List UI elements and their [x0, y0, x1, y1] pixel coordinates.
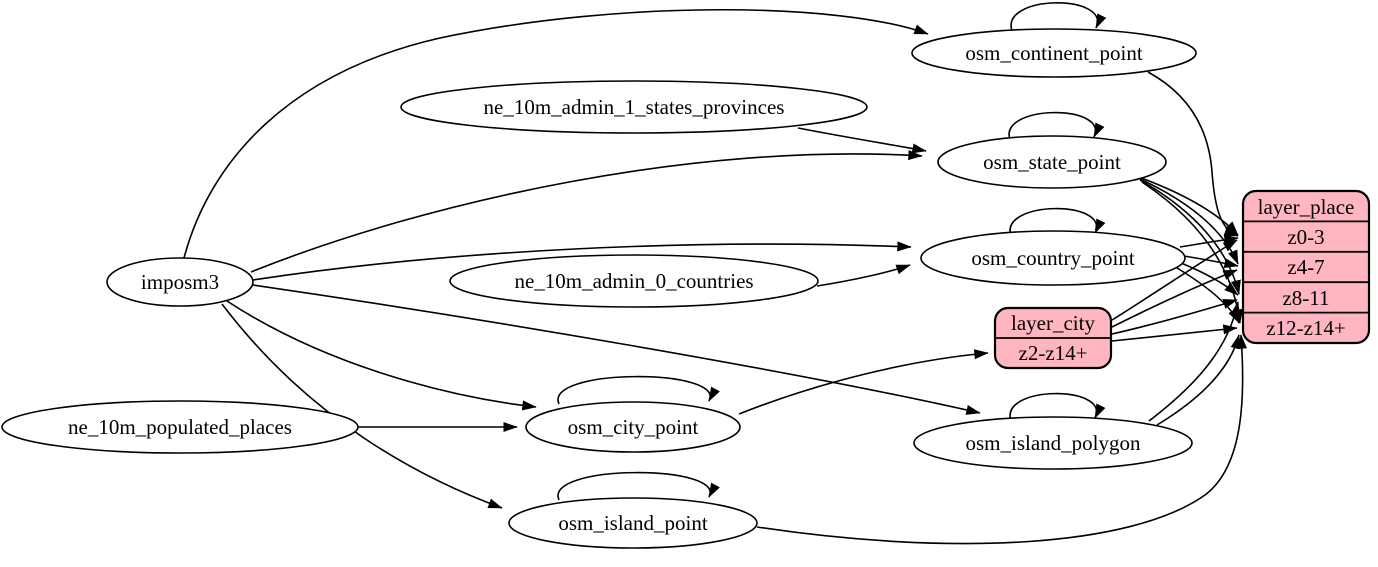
node-osm_country_point-label: osm_country_point	[971, 246, 1134, 270]
node-osm_island_point-label: osm_island_point	[558, 511, 708, 535]
node-ne_10m_populated_places-label: ne_10m_populated_places	[68, 415, 292, 439]
edge-osm_country_point-layer_place-z4-7	[1183, 255, 1239, 269]
node-ne_10m_populated_places: ne_10m_populated_places	[1, 400, 359, 454]
edge-osm_country_point-layer_place-z0-3	[1179, 234, 1239, 248]
node-osm_island_polygon: osm_island_polygon	[913, 416, 1193, 470]
edge-osm_city_point-layer_city-z2-z14	[738, 349, 989, 415]
node-ne_10m_admin_1_states_provinces-shape	[400, 80, 868, 134]
node-ne_10m_admin_0_countries: ne_10m_admin_0_countries	[449, 254, 819, 308]
node-osm_country_point: osm_country_point	[920, 230, 1186, 286]
node-osm_continent_point-shape	[911, 28, 1197, 78]
node-imposm3: imposm3	[106, 257, 254, 307]
node-layer_place-label: layer_place	[1258, 195, 1355, 219]
edge-imposm3-osm_country_point	[252, 241, 912, 281]
edge-osm_island_point-layer_place-z12-z14	[756, 334, 1247, 545]
node-osm_island_polygon-label: osm_island_polygon	[965, 431, 1141, 455]
edge-self-osm_country_point	[1009, 207, 1106, 237]
node-ne_10m_admin_1_states_provinces: ne_10m_admin_1_states_provinces	[400, 80, 868, 134]
edge-imposm3-osm_state_point	[250, 150, 923, 273]
layer_place-row-z12-z14: z12-z14+	[1266, 316, 1345, 340]
node-osm_continent_point-label: osm_continent_point	[965, 41, 1142, 65]
node-osm_state_point-shape	[937, 135, 1167, 189]
edge-self-osm_island_polygon	[1009, 392, 1106, 422]
node-osm_island_point: osm_island_point	[508, 497, 758, 549]
layer_place-row-z8-11: z8-11	[1282, 286, 1329, 310]
edge-layer_city-layer_place-z12-z14	[1111, 324, 1238, 342]
edge-osm_country_point-layer_place-z12-z14	[1176, 267, 1240, 324]
edge-ne_10m_admin_1_states_provinces-osm_state_point	[797, 127, 927, 154]
edge-layer_city-layer_place-z0-3	[1111, 239, 1238, 321]
edge-osm_state_point-layer_place-z0-3	[1135, 175, 1239, 236]
edge-osm_island_polygon-layer_place-z8-11	[1148, 301, 1241, 422]
edge-self-osm_continent_point	[1010, 2, 1107, 32]
node-layer_city: layer_city z2-z14+	[993, 306, 1113, 370]
node-layer_place-shape	[1241, 189, 1371, 345]
node-osm_island_polygon-shape	[913, 416, 1193, 470]
edge-imposm3-osm_island_point	[221, 303, 503, 509]
node-osm_state_point-label: osm_state_point	[983, 150, 1121, 174]
edge-osm_state_point-layer_place-z4-7	[1137, 177, 1239, 265]
edge-osm_state_point-layer_place-z8-11	[1139, 179, 1241, 295]
edge-self-osm_city_point	[557, 375, 720, 405]
node-osm_island_point-shape	[508, 497, 758, 549]
edge-osm_continent_point-layer_place-z0-3	[1147, 71, 1239, 237]
node-osm_state_point: osm_state_point	[937, 135, 1167, 189]
node-ne_10m_admin_0_countries-label: ne_10m_admin_0_countries	[514, 269, 753, 293]
edge-self-osm_state_point	[1008, 111, 1105, 141]
edge-layer_city-layer_place-z4-7	[1111, 269, 1238, 328]
node-layer_city-label: layer_city	[1011, 311, 1095, 335]
edge-imposm3-osm_continent_point	[183, 8, 929, 259]
node-osm_city_point-label: osm_city_point	[568, 415, 699, 439]
node-osm_city_point: osm_city_point	[525, 401, 741, 453]
layer_place-row-z0-3: z0-3	[1287, 225, 1324, 249]
edge-layer_city-layer_place-z8-11	[1111, 299, 1238, 335]
edge-imposm3-osm_island_polygon	[252, 284, 981, 415]
node-osm_continent_point: osm_continent_point	[911, 28, 1197, 78]
node-osm_country_point-shape	[920, 230, 1186, 286]
node-ne_10m_admin_1_states_provinces-label: ne_10m_admin_1_states_provinces	[484, 95, 785, 119]
layer_place-row-z4-7: z4-7	[1287, 255, 1324, 279]
layer_city-row-z2-z14: z2-z14+	[1019, 341, 1088, 365]
node-layer_place: layer_place z0-3 z4-7 z8-11 z12-z14+	[1241, 189, 1371, 345]
edge-osm_island_polygon-layer_place-z12-z14	[1156, 334, 1241, 426]
edge-imposm3-osm_city_point	[226, 300, 537, 411]
edge-ne_10m_admin_0_countries-osm_country_point	[816, 264, 911, 287]
node-ne_10m_admin_0_countries-shape	[449, 254, 819, 308]
node-imposm3-shape	[106, 257, 254, 307]
edge-layer	[183, 2, 1247, 545]
edge-self-osm_island_point	[557, 471, 720, 501]
node-imposm3-label: imposm3	[141, 270, 219, 294]
node-osm_city_point-shape	[525, 401, 741, 453]
node-ne_10m_populated_places-shape	[1, 400, 359, 454]
